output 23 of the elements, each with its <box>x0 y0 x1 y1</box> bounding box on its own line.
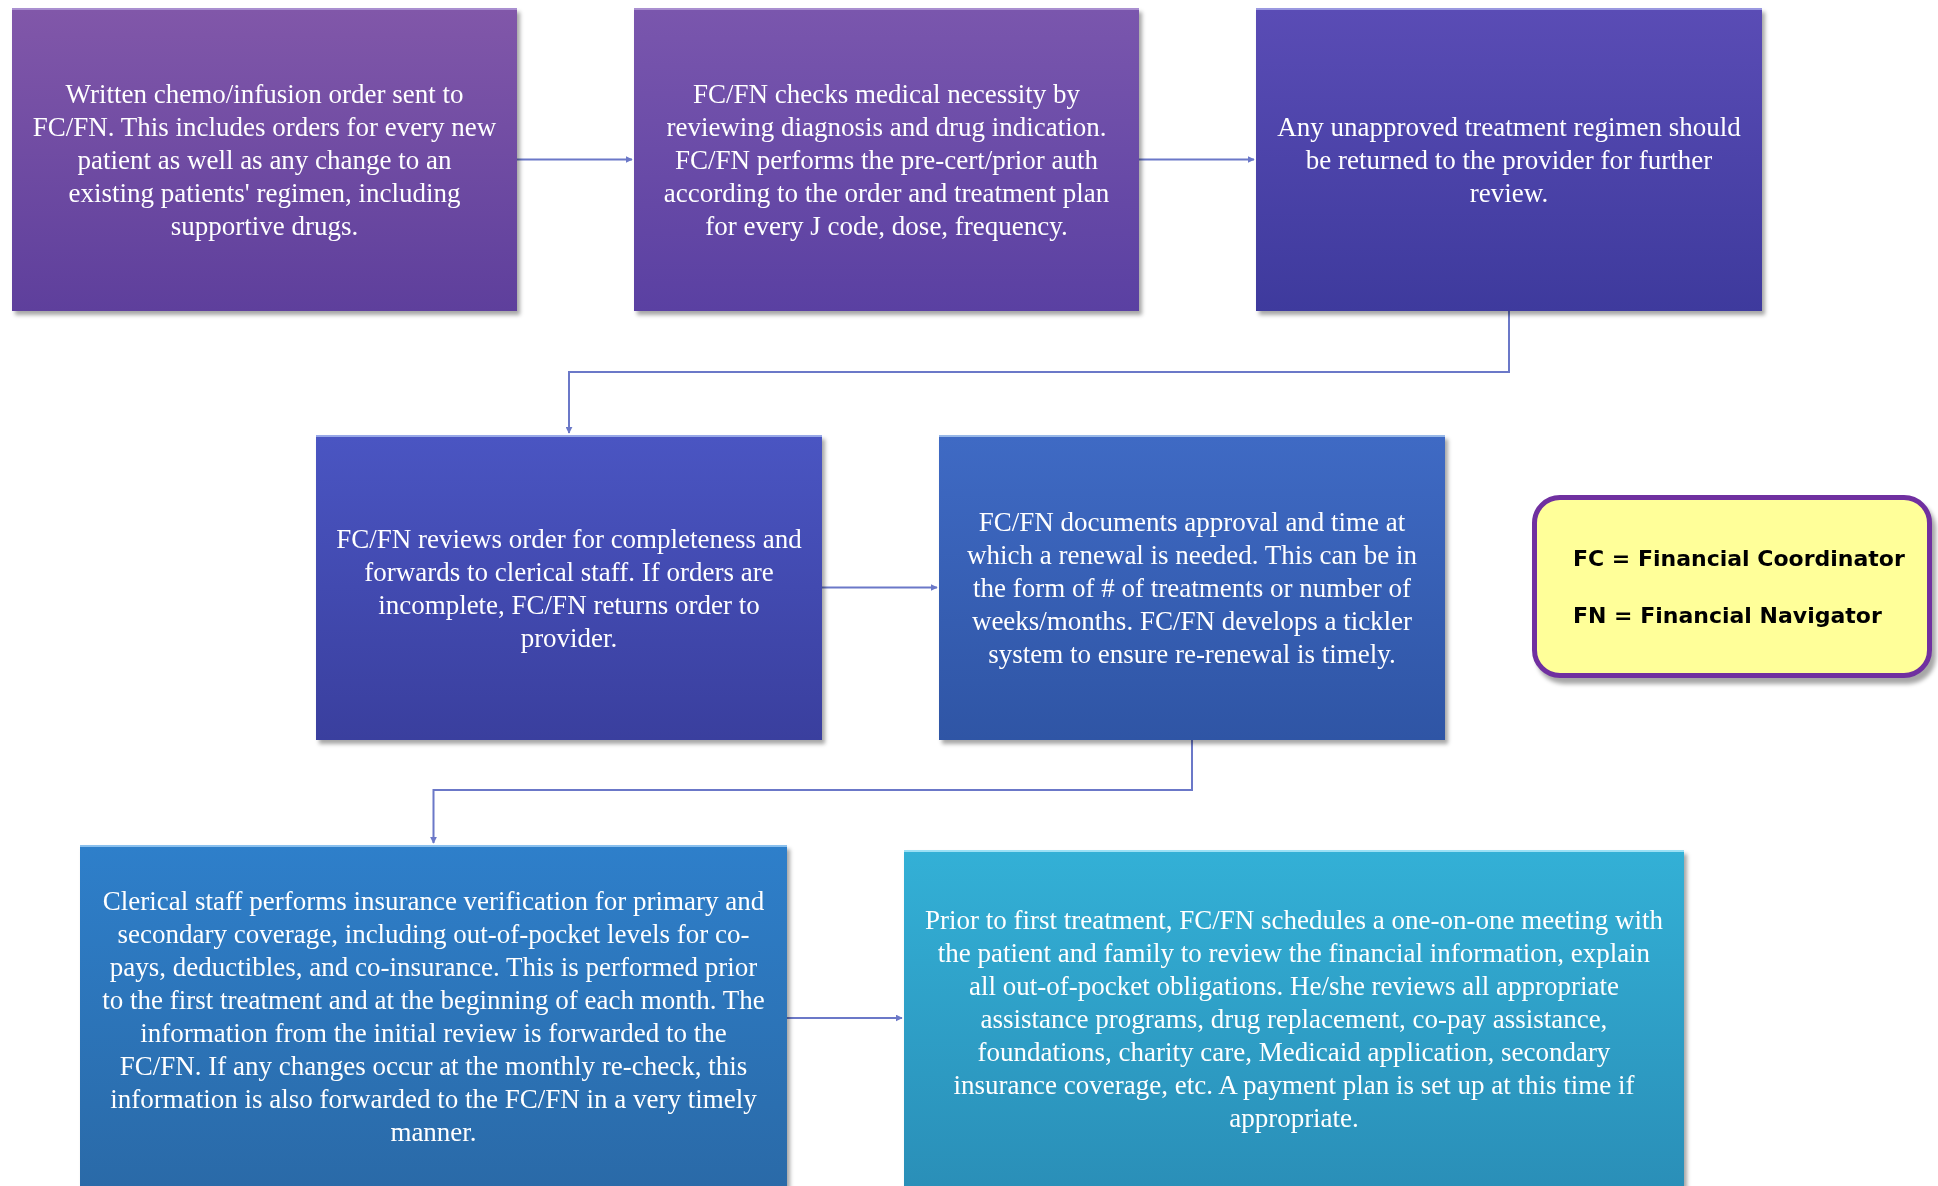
abbreviation-box <box>1532 495 1932 678</box>
process-box <box>12 8 517 311</box>
process-box <box>80 845 787 1186</box>
arrow <box>430 739 1193 844</box>
arrow <box>516 156 633 163</box>
step-text: FC/FN documents approval and time at which a renewal is needed. This can be in the form of # of treatments or number of weeks/months. FC/FN develops a tickler system to ensure re-renewal is timely. <box>965 506 1419 671</box>
arrow <box>821 584 938 591</box>
step-text: Any unapproved treatment regimen should be returned to the provider for further review. <box>1276 111 1742 210</box>
step-text: Prior to first treatment, FC/FN schedules a one-on-one meeting with the patient and family to review the financial information, explain all out-of-pocket obligations. He/she reviews all appropriate assistance programs, drug replacement, co-pay assistance, foundations, charity care, Medicaid application, secondary insurance coverage, etc. A payment plan is set up at this time if appropriate. <box>924 903 1664 1135</box>
abbreviation-text: FC = Financial Coordinator <box>1573 544 1905 573</box>
process-box <box>939 435 1445 740</box>
step-text: FC/FN reviews order for completeness and forwards to clerical staff. If orders are incomplete, FC/FN returns order to provider. <box>336 522 802 655</box>
arrow <box>1138 156 1255 163</box>
abbreviation-text: FN = Financial Navigator <box>1573 601 1882 630</box>
process-box <box>904 850 1684 1186</box>
step-text: FC/FN checks medical necessity by reviewing diagnosis and drug indication. FC/FN performs the pre-cert/prior auth according to the order and treatment plan for every J code, dose, frequency. <box>662 78 1111 243</box>
arrow <box>565 310 1510 434</box>
process-box <box>316 435 822 740</box>
process-box <box>634 8 1139 311</box>
process-box <box>1256 8 1762 311</box>
step-text: Clerical staff performs insurance verification for primary and secondary coverage, including out-of-pocket levels for co-pays, deductibles, and co-insurance. This is performed prior to the first treatment and at the beginning of each month. The information from the initial review is forwarded to the FC/FN. If any changes occur at the monthly re-check, this information is also forwarded to the FC/FN in a very timely manner. <box>101 884 766 1149</box>
step-text: Written chemo/infusion order sent to FC/FN. This includes orders for every new patient as well as any change to an existing patients' regimen, including supportive drugs. <box>32 78 497 243</box>
arrow <box>786 1014 903 1022</box>
